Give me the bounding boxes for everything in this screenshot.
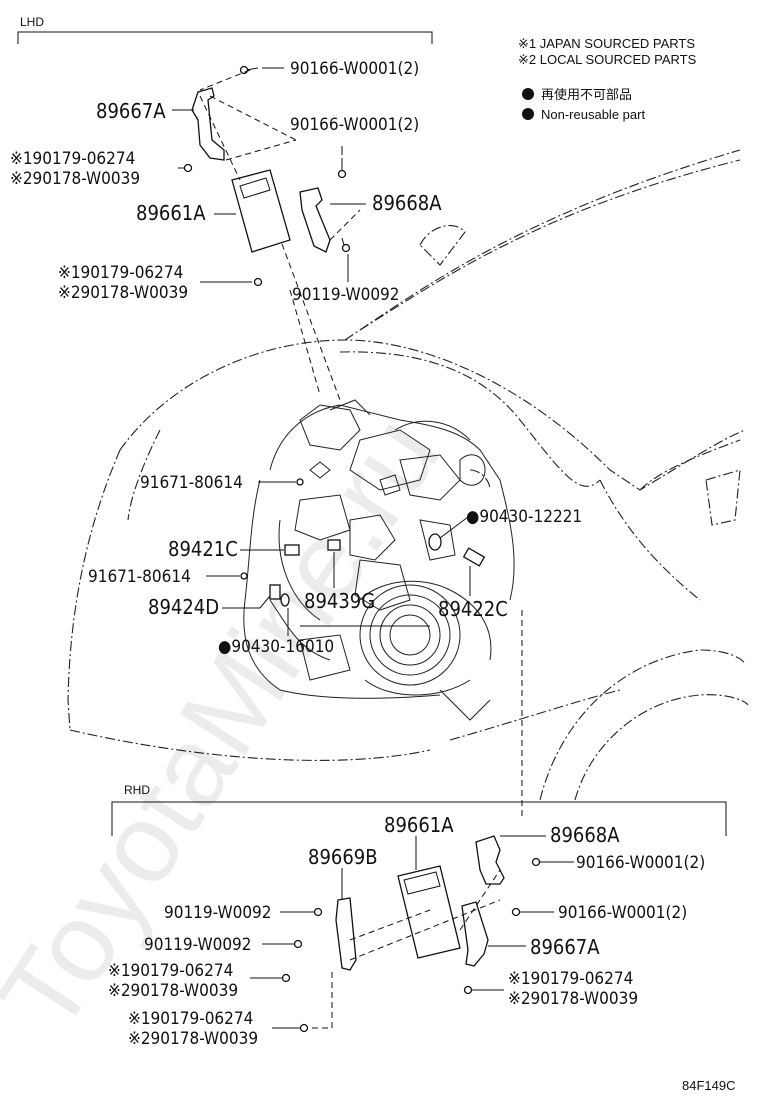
label-89667a-rhd: 89667A	[530, 935, 600, 959]
label-90179-06274-rhd-b: ※190179-06274	[508, 969, 633, 989]
lhd-label: LHD	[20, 15, 44, 29]
bolt-icon	[240, 572, 248, 580]
vehicle-body-outline	[67, 149, 749, 801]
label-90179-06274-b: ※190179-06274	[58, 263, 183, 283]
label-90178-w0039-rhd-c: ※290178-W0039	[128, 1029, 258, 1049]
sensor-89424d-shape	[269, 584, 281, 600]
label-89422c: 89422C	[438, 597, 508, 621]
bolt-icon	[511, 907, 521, 917]
label-90119-w0092-rhd-a: 90119-W0092	[164, 903, 272, 923]
note-nonreusable-jp: 再使用不可部品	[541, 87, 632, 102]
filled-circle-icon	[522, 108, 534, 120]
ecu-89661a-lhd	[231, 169, 291, 253]
nut-icon	[253, 277, 263, 287]
sensor-89439g-shape	[327, 539, 341, 551]
label-90166-w0001-rhd-b: 90166-W0001(2)	[558, 903, 687, 923]
bolt-icon	[293, 939, 303, 949]
rhd-ecu-group	[250, 835, 574, 1033]
label-89668a-lhd: 89668A	[372, 191, 442, 215]
legend-notes: ※1 JAPAN SOURCED PARTS ※2 LOCAL SOURCED …	[518, 36, 697, 122]
label-90119-w0092-rhd-b: 90119-W0092	[144, 935, 252, 955]
label-91671-80614-top: 91671-80614	[140, 473, 243, 493]
label-90179-06274-a: ※190179-06274	[10, 149, 135, 169]
label-89667a-lhd: 89667A	[96, 99, 166, 123]
bracket-89667a-rhd	[461, 901, 489, 967]
label-90430-16010: ●90430-16010	[218, 637, 334, 657]
label-89668a-rhd: 89668A	[550, 823, 620, 847]
label-90430-12221: ●90430-12221	[466, 507, 582, 527]
rhd-label: RHD	[124, 783, 150, 797]
filled-circle-icon	[522, 88, 534, 100]
note-nonreusable-en: Non-reusable part	[541, 107, 645, 122]
rhd-bracket: RHD	[111, 783, 727, 836]
figure-id: 84F149C	[682, 1078, 735, 1093]
bracket-89668a-rhd	[475, 835, 505, 885]
nut-icon	[463, 985, 473, 995]
engine-part-labels: 91671-80614 ●90430-12221 89421C 91671-80…	[88, 473, 582, 657]
rhd-part-labels: 89661A 89668A 89669B 90166-W0001(2) 9011…	[108, 813, 705, 1049]
bolt-icon	[531, 857, 541, 867]
label-90166-w0001-mid: 90166-W0001(2)	[290, 115, 419, 135]
label-90166-w0001-rhd-a: 90166-W0001(2)	[576, 853, 705, 873]
sensor-89421c-shape	[284, 544, 300, 556]
sensor-89422c-shape	[462, 547, 486, 567]
label-90119-w0092-lhd: 90119-W0092	[292, 285, 400, 305]
label-90178-w0039-a: ※290178-W0039	[10, 169, 140, 189]
label-89661a-rhd: 89661A	[384, 813, 454, 837]
lhd-bracket: LHD	[17, 15, 433, 44]
note-local-sourced: ※2 LOCAL SOURCED PARTS	[518, 52, 697, 67]
gasket-90430-16010-shape	[280, 593, 290, 607]
label-90179-06274-rhd-c: ※190179-06274	[128, 1009, 253, 1029]
lhd-part-labels: 90166-W0001(2) 89667A 90166-W0001(2) ※19…	[10, 59, 442, 305]
note-japan-sourced: ※1 JAPAN SOURCED PARTS	[518, 36, 695, 51]
bolt-icon	[341, 237, 351, 253]
bracket-89667a-lhd	[191, 87, 225, 161]
bolt-icon	[337, 158, 347, 179]
engine-assembly	[243, 399, 515, 721]
label-89669b-rhd: 89669B	[308, 845, 378, 869]
label-90178-w0039-rhd-a: ※290178-W0039	[108, 981, 238, 1001]
label-90178-w0039-b: ※290178-W0039	[58, 283, 188, 303]
label-90178-w0039-rhd-b: ※290178-W0039	[508, 989, 638, 1009]
bracket-89668a-lhd	[299, 187, 331, 253]
label-89421c: 89421C	[168, 537, 238, 561]
lhd-ecu-group	[172, 65, 366, 401]
nut-icon	[183, 163, 193, 173]
label-90179-06274-rhd-a: ※190179-06274	[108, 961, 233, 981]
label-89661a-lhd: 89661A	[136, 201, 206, 225]
nut-icon	[281, 973, 291, 983]
label-91671-80614-bottom: 91671-80614	[88, 567, 191, 587]
label-89424d: 89424D	[148, 595, 219, 619]
bolt-icon	[296, 478, 304, 486]
ecu-89661a-rhd	[397, 865, 461, 959]
nut-icon	[299, 1023, 309, 1033]
bracket-89669b-rhd	[335, 897, 357, 971]
bolt-icon	[313, 907, 323, 917]
label-89439g: 89439G	[304, 589, 375, 613]
label-90166-w0001-top: 90166-W0001(2)	[290, 59, 419, 79]
gasket-90430-12221-shape	[428, 533, 442, 551]
